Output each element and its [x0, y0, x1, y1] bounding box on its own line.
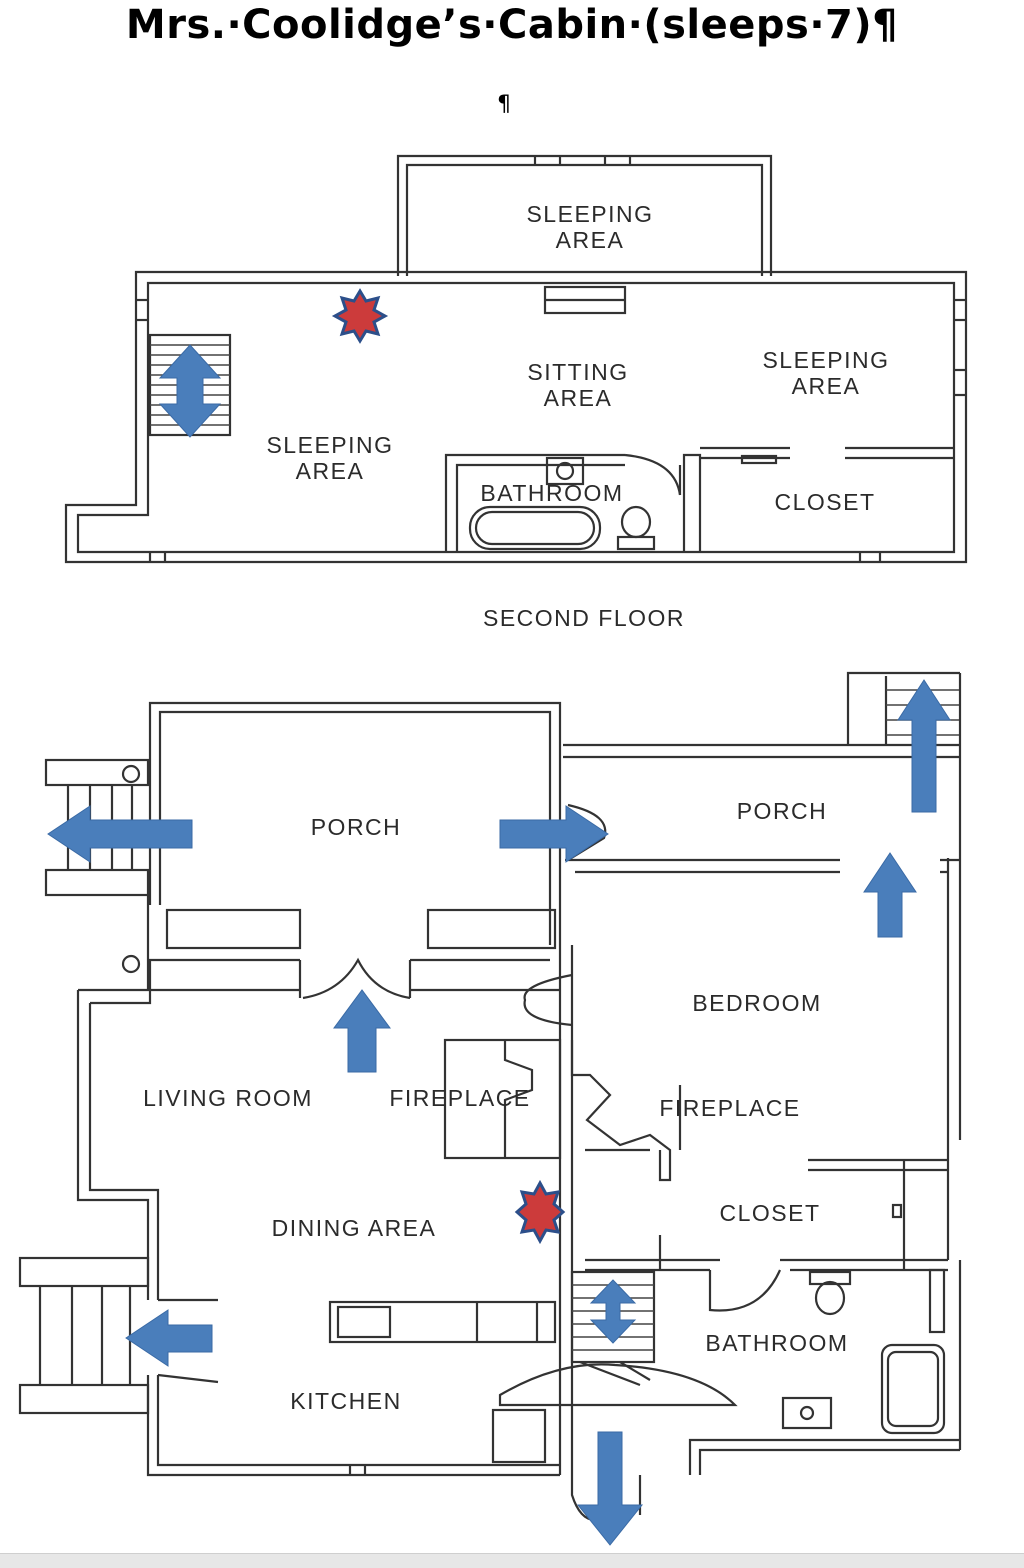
second-floor-closet-walls	[700, 446, 954, 465]
room-label: AREA	[792, 373, 861, 399]
first-floor-plan: PORCH PORCH BEDROOM LIVING ROOM FIREPLAC…	[18, 671, 962, 1546]
room-label: KITCHEN	[290, 1388, 401, 1414]
left-porch-steps	[44, 758, 150, 990]
room-label: LIVING ROOM	[143, 1085, 313, 1111]
window-bottom-edge	[0, 1553, 1024, 1568]
room-label: SLEEPING	[526, 201, 653, 227]
double-arrow-icon	[158, 344, 222, 438]
exit-arrow-icon	[47, 805, 193, 863]
room-label: SLEEPING	[266, 432, 393, 458]
stove-icon	[491, 1408, 547, 1464]
bathtub-icon	[468, 505, 602, 551]
room-label: PORCH	[737, 798, 828, 824]
room-label: BATHROOM	[705, 1330, 848, 1356]
room-label: CLOSET	[719, 1200, 820, 1226]
second-floor-outer-walls	[64, 270, 968, 564]
room-label: BATHROOM	[480, 480, 623, 506]
kitchen-sink-icon	[336, 1305, 392, 1339]
room-label: AREA	[296, 458, 365, 484]
room-label: CLOSET	[774, 489, 875, 515]
bathroom-fixtures	[781, 1268, 946, 1435]
dormer-walls	[396, 154, 773, 276]
star-marker-icon	[514, 1179, 566, 1245]
sink-icon	[545, 456, 585, 486]
fireplace-walls	[443, 1038, 682, 1182]
bathtub-icon	[880, 1343, 946, 1435]
room-label: SLEEPING	[762, 347, 889, 373]
double-arrow-icon	[589, 1279, 637, 1344]
exit-arrow-icon	[863, 852, 917, 938]
room-label: AREA	[556, 227, 625, 253]
right-porch-walls	[565, 671, 962, 1260]
bedroom-door	[523, 973, 573, 1027]
exit-arrow-icon	[897, 679, 951, 813]
floor-caption: SECOND FLOOR	[483, 605, 685, 631]
exit-arrow-icon	[333, 989, 391, 1073]
exit-arrow-icon	[576, 1431, 644, 1546]
sink-icon	[781, 1396, 833, 1430]
room-label: DINING AREA	[272, 1215, 437, 1241]
first-floor-closet-bathroom-walls	[585, 1158, 948, 1312]
kitchen-counters	[328, 1300, 557, 1464]
back-steps	[18, 1256, 219, 1415]
room-label: AREA	[544, 385, 613, 411]
second-floor-plan: SLEEPING AREA SITTING AREA SLEEPING AREA…	[64, 154, 968, 631]
document-title: Mrs.·Coolidge’s·Cabin·(sleeps·7)¶	[125, 2, 899, 48]
exit-arrow-icon	[499, 805, 609, 863]
toilet-icon	[616, 505, 656, 551]
toilet-icon	[814, 1280, 846, 1316]
pilcrow-mark: ¶	[497, 92, 511, 117]
room-label: PORCH	[311, 814, 402, 840]
room-label: BEDROOM	[692, 990, 821, 1016]
room-label: FIREPLACE	[659, 1095, 800, 1121]
star-marker-icon	[331, 288, 389, 344]
room-label: FIREPLACE	[389, 1085, 530, 1111]
exit-arrow-icon	[125, 1309, 213, 1367]
room-label: SITTING	[527, 359, 628, 385]
